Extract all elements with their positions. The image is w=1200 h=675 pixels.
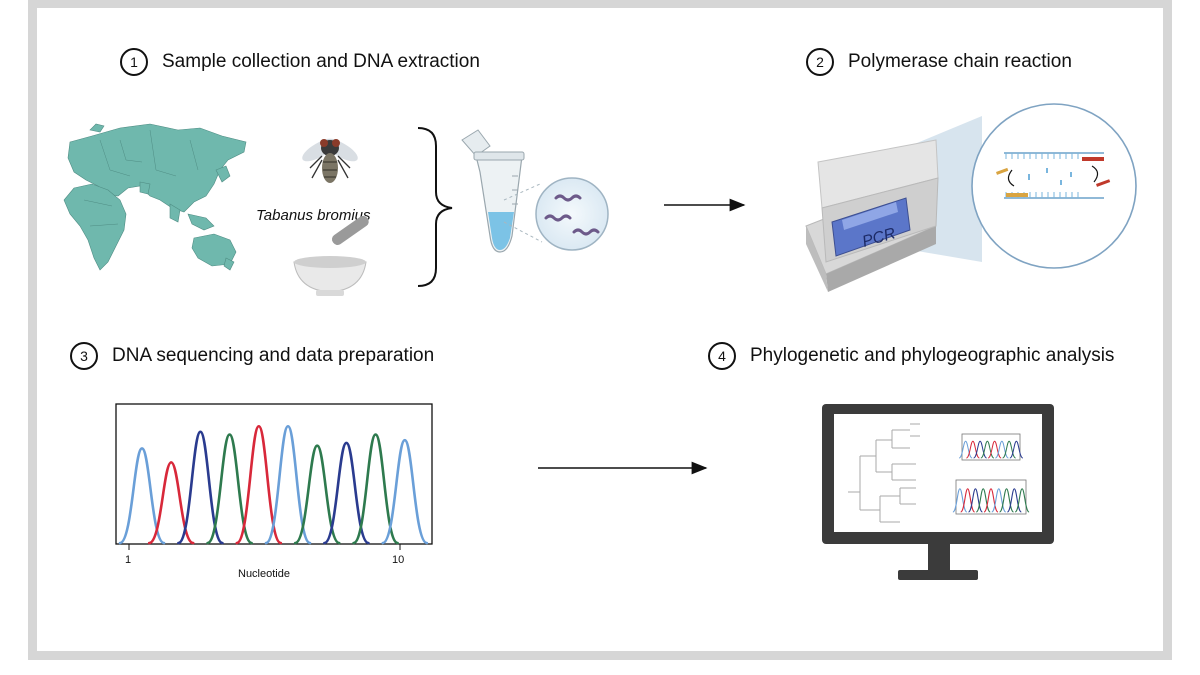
- map-borders: [83, 129, 199, 227]
- x-tick-end: 10: [392, 554, 405, 566]
- mini-chromatogram-peak: [1009, 440, 1024, 459]
- mini-chromatogram-peak: [991, 488, 1007, 513]
- mini-chromatogram-peak: [966, 440, 980, 459]
- step-4-header: 4 Phylogenetic and phylogeographic analy…: [708, 342, 1114, 370]
- mini-chromatogram-peak: [1002, 440, 1016, 459]
- pcr-machine-icon: [805, 139, 939, 292]
- step-3-header: 3 DNA sequencing and data preparation: [70, 342, 434, 370]
- chromatogram-peak: [147, 461, 195, 545]
- mini-chromatogram-peak: [952, 488, 968, 513]
- mini-chromatogram-peak: [995, 440, 1009, 459]
- phylo-tree: [848, 423, 920, 523]
- pcr-zoom-icon: [971, 103, 1137, 269]
- chromatogram-peak: [177, 430, 224, 545]
- mortar-pestle-icon: [293, 215, 369, 296]
- mini-chromatogram-peak: [983, 488, 999, 513]
- mini-chromatogram-peak: [999, 488, 1015, 513]
- fly-icon: [302, 138, 358, 183]
- x-axis-label: Nucleotide: [238, 568, 290, 580]
- step-3-title: DNA sequencing and data preparation: [112, 345, 435, 366]
- chromatogram-peak: [323, 441, 370, 545]
- mini-chromatogram-peak: [960, 488, 976, 513]
- step-3-number: 3: [70, 342, 98, 370]
- x-tick-start: 1: [125, 554, 132, 566]
- mini-chromatogram-peak: [973, 440, 987, 459]
- mini-chromatogram-peak: [1006, 488, 1022, 513]
- monitor-icon: [822, 404, 1054, 580]
- chromatogram-peak: [293, 444, 341, 545]
- mini-chromatogram-peak: [967, 488, 983, 513]
- chromatogram-peak: [118, 447, 166, 545]
- world-map-icon: [63, 123, 247, 271]
- step-4-number: 4: [708, 342, 736, 370]
- chromatogram-icon: [115, 403, 433, 550]
- dna-magnifier-icon: [535, 177, 609, 251]
- species-label: Tabanus bromius: [256, 207, 371, 224]
- step-4-title: Phylogenetic and phylogeographic analysi…: [750, 345, 1115, 366]
- step-2-title: Polymerase chain reaction: [848, 51, 1072, 72]
- step-2-header: 2 Polymerase chain reaction: [806, 48, 1072, 76]
- tube-icon: [461, 129, 525, 253]
- mini-chromatogram-peak: [1014, 488, 1030, 513]
- chromatogram-peak: [235, 424, 283, 545]
- step-1-title: Sample collection and DNA extraction: [162, 51, 480, 72]
- step-1-number: 1: [120, 48, 148, 76]
- brace-icon: [417, 127, 453, 287]
- zoom-lines-1: [503, 183, 543, 243]
- step-2-number: 2: [806, 48, 834, 76]
- mini-chromatogram-peak: [987, 440, 1002, 459]
- mini-chromatogram-peak: [958, 440, 973, 459]
- chromatogram-peak: [264, 424, 312, 545]
- figure-frame: [28, 0, 1172, 660]
- chromatogram-peak: [352, 433, 399, 545]
- mini-chromatogram-peak: [975, 488, 991, 513]
- chromatogram-peak: [206, 433, 253, 545]
- mini-chromatogram-peak: [980, 440, 995, 459]
- step-1-header: 1 Sample collection and DNA extraction: [120, 48, 480, 76]
- chromatogram-peak: [381, 438, 429, 545]
